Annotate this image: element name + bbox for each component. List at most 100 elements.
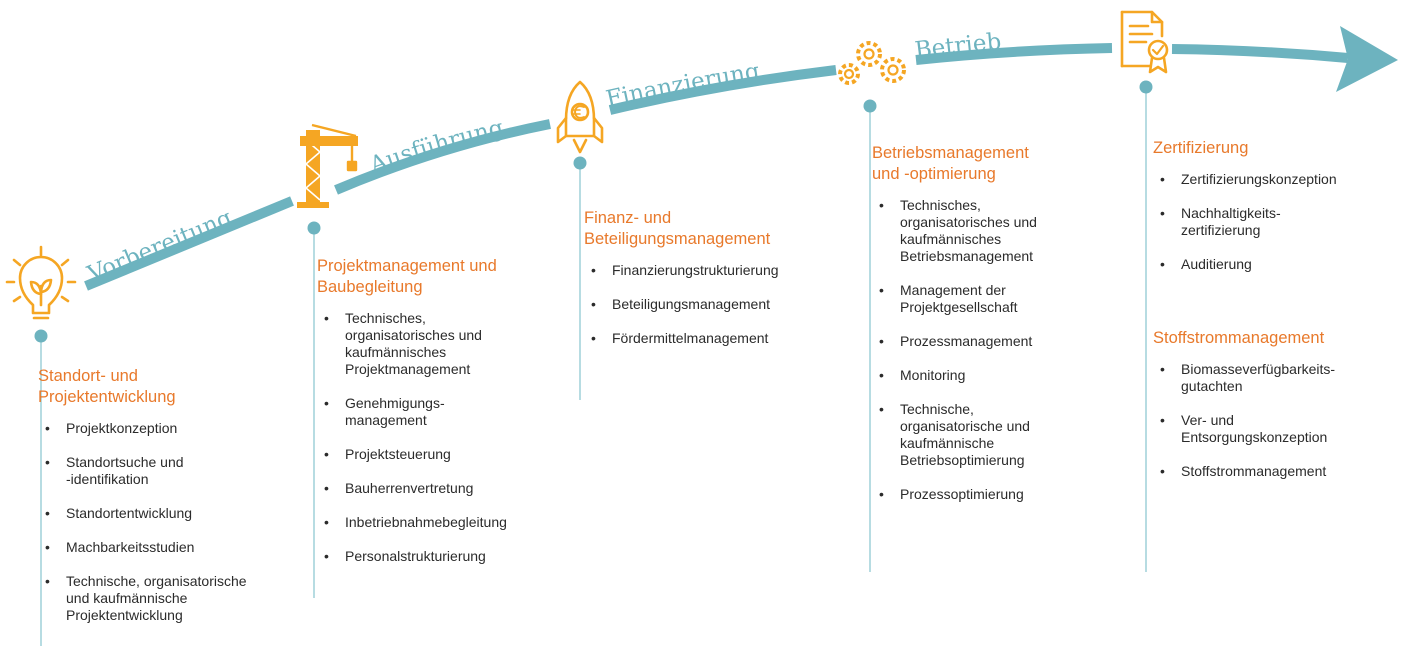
column-betriebsmanagement: Betriebsmanagement und -optimierungTechni… [872,143,1137,520]
gears-icon [838,41,906,85]
list-item: Auditierung [1153,256,1403,273]
list-item-line: Auditierung [1181,256,1252,272]
timeline-segment-2 [334,119,551,195]
list-item-line: Machbarkeitsstudien [66,539,195,555]
phase-label-finanzierung: Finanzierung [604,58,762,112]
list-item: Technische,organisatorische undkaufmänni… [872,401,1137,469]
column-projektmanagement: Projektmanagement undBaubegleitungTechni… [317,256,577,582]
connector-dot [34,329,48,343]
list-item: Technisches,organisatorisches undkaufmän… [317,310,577,378]
list-item-line: kaufmännisches [345,344,447,360]
rocket-euro-icon [556,80,604,154]
list-item: Standortentwicklung [38,505,308,522]
list-item-line: Standortentwicklung [66,505,193,521]
list-item: Genehmigungs-management [317,395,577,429]
list-item: Bauherrenvertretung [317,480,577,497]
connector-dot [307,221,321,235]
arrow-head-icon [1336,26,1398,92]
list-item-line: management [345,412,427,428]
timeline-arrow [84,43,1349,291]
list-item: Zertifizierungskonzeption [1153,171,1403,188]
section-title-line: Standort- und [38,367,138,385]
section-title-line: Betriebsmanagement [872,144,1029,162]
list-item-line: Nachhaltigkeits- [1181,205,1281,221]
list-item: Fördermittelmanagement [584,330,854,347]
list-item-line: organisatorisches und [345,327,482,343]
section-title: Stoffstrommanagement [1153,328,1403,349]
connector-dot [863,99,877,113]
list-item-line: Zertifizierungskonzeption [1181,171,1337,187]
section-title: Betriebsmanagement und -optimierung [872,143,1137,185]
list-item-line: Beteiligungsmanagement [612,296,770,312]
lightbulb-icon [5,245,77,320]
list-item: Standortsuche und-identifikation [38,454,308,488]
list-item-line: Fördermittelmanagement [612,330,769,346]
section-title-line: Projektmanagement und [317,257,497,275]
list-item-line: Betriebsoptimierung [900,452,1025,468]
list-item: Monitoring [872,367,1137,384]
list-item-line: Standortsuche und [66,454,184,470]
bullet-list: ZertifizierungskonzeptionNachhaltigkeits… [1153,171,1403,273]
list-item-line: Projektmanagement [345,361,471,377]
section-gap [1153,290,1403,328]
list-item: Inbetriebnahmebegleitung [317,514,577,531]
list-item-line: Ver- und [1181,412,1234,428]
list-item-line: Technisches, [345,310,426,326]
list-item: Nachhaltigkeits-zertifizierung [1153,205,1403,239]
list-item: Projektkonzeption [38,420,308,437]
section-title-line: Projektentwicklung [38,388,176,406]
list-item-line: gutachten [1181,378,1243,394]
list-item-line: Projektgesellschaft [900,299,1018,315]
column-finanzmanagement: Finanz- undBeteiligungsmanagementFinanzi… [584,208,854,364]
connector-dot [1139,80,1153,94]
list-item-line: kaufmännisches [900,231,1002,247]
list-item-line: Stoffstrommanagement [1181,463,1327,479]
bullet-list: ProjektkonzeptionStandortsuche und-ident… [38,420,308,624]
list-item-line: Betriebsmanagement [900,248,1034,264]
list-item-line: Projektsteuerung [345,446,451,462]
column-zertifizierung: ZertifizierungZertifizierungskonzeptionN… [1153,138,1403,497]
list-item-line: Genehmigungs- [345,395,445,411]
list-item: Biomasseverfügbarkeits-gutachten [1153,361,1403,395]
section-title-line: Zertifizierung [1153,139,1249,157]
section-title-line: Baubegleitung [317,278,423,296]
timeline-segment-5 [1171,44,1349,63]
list-item-line: Monitoring [900,367,966,383]
list-item: Technisches,organisatorisches undkaufmän… [872,197,1137,265]
list-item-line: Projektentwicklung [66,607,183,623]
bullet-list: FinanzierungstrukturierungBeteiligungsma… [584,262,854,347]
section-title-line: und -optimierung [872,165,996,183]
crane-icon [297,123,358,208]
phase-label-betrieb: Betrieb [913,29,1002,64]
list-item-line: Technische, organisatorische [66,573,247,589]
list-item-line: Technisches, [900,197,981,213]
list-item-line: -identifikation [66,471,149,487]
list-item: Finanzierungstrukturierung [584,262,854,279]
list-item-line: und kaufmännische [66,590,188,606]
bullet-list: Biomasseverfügbarkeits-gutachtenVer- und… [1153,361,1403,480]
section-title-line: Stoffstrommanagement [1153,329,1325,347]
bullet-list: Technisches,organisatorisches undkaufmän… [317,310,577,565]
list-item-line: Finanzierungstrukturierung [612,262,779,278]
phase-label-vorbereitung: Vorbereitung [83,205,236,288]
list-item: Personalstrukturierung [317,548,577,565]
list-item-line: organisatorische und [900,418,1030,434]
section-title-line: Beteiligungsmanagement [584,230,771,248]
list-item-line: Technische, [900,401,974,417]
timeline-segment-4 [915,43,1113,65]
list-item-line: Personalstrukturierung [345,548,486,564]
list-item-line: Bauherrenvertretung [345,480,474,496]
list-item-line: zertifizierung [1181,222,1261,238]
section-title-line: Finanz- und [584,209,672,227]
section-title: Zertifizierung [1153,138,1403,159]
list-item: Machbarkeitsstudien [38,539,308,556]
connector-dot [573,156,587,170]
list-item-line: Biomasseverfügbarkeits- [1181,361,1336,377]
list-item: Beteiligungsmanagement [584,296,854,313]
